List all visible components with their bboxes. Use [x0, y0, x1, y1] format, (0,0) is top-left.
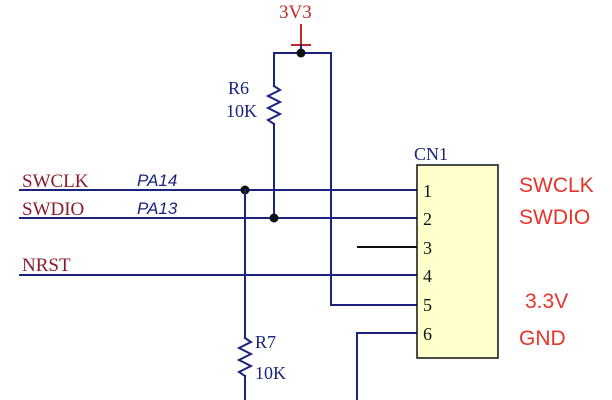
resistor-r7: R7 10K — [236, 189, 286, 400]
r7-value: 10K — [255, 363, 286, 383]
net-swdio: SWDIO PA13 — [19, 199, 418, 223]
resistor-r6: R6 10K — [226, 52, 283, 219]
pin-function-annotations: SWCLK SWDIO 3.3V GND — [519, 174, 594, 350]
pin-number-2: 2 — [423, 209, 432, 229]
r7-zigzag — [236, 336, 254, 378]
vcc-rail — [273, 44, 418, 306]
power-label: 3V3 — [279, 2, 312, 23]
r6-zigzag — [265, 84, 283, 126]
annotation-swdio: SWDIO — [519, 206, 590, 229]
net-nrst: NRST — [19, 255, 418, 276]
r6-value: 10K — [226, 101, 257, 121]
pin-alias-pa14: PA14 — [137, 171, 177, 190]
r7-ref: R7 — [255, 332, 276, 352]
connector-ref: CN1 — [414, 144, 448, 164]
pin-number-1: 1 — [423, 181, 432, 201]
power-symbol-3v3: 3V3 — [279, 2, 312, 46]
net-swclk: SWCLK PA14 — [19, 171, 418, 195]
r6-ref: R6 — [228, 78, 249, 98]
annotation-gnd: GND — [519, 327, 566, 350]
pin-alias-pa13: PA13 — [137, 199, 178, 218]
connector-body — [416, 164, 499, 359]
annotation-swclk: SWCLK — [519, 174, 594, 197]
pin-number-5: 5 — [423, 295, 432, 315]
pin-number-3: 3 — [423, 238, 432, 258]
pin-number-6: 6 — [423, 324, 432, 344]
net-label-nrst: NRST — [22, 255, 71, 276]
net-label-swclk: SWCLK — [22, 171, 89, 192]
pin-number-4: 4 — [423, 266, 432, 286]
net-label-swdio: SWDIO — [22, 199, 84, 220]
junction-vcc — [296, 48, 306, 58]
connector-cn1: CN1 1 2 3 4 5 6 — [414, 144, 499, 359]
net-gnd — [356, 332, 418, 400]
junction-swdio — [269, 213, 279, 223]
annotation-3v3: 3.3V — [525, 290, 568, 313]
